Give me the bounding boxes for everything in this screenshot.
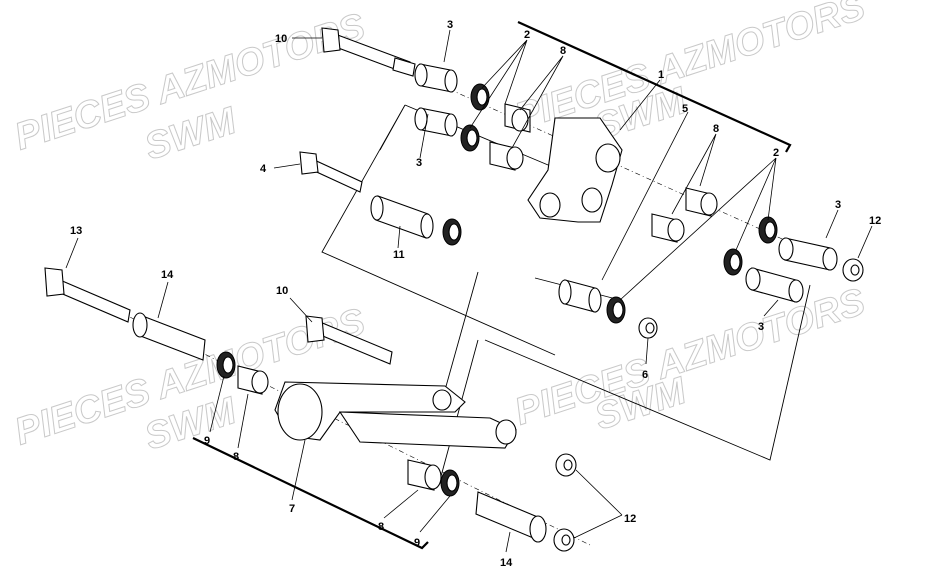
- spacer-14-upper: [132, 312, 206, 361]
- spacer-3-right-top: [778, 237, 838, 271]
- callout-12-right: 12: [869, 215, 881, 227]
- bearing-8-left: [237, 365, 269, 395]
- spacer-3-right-bottom: [745, 267, 804, 303]
- callout-labels: 10 3 2 8 1 5 8 2 3 12 3 4 11 3 6 13 14 1…: [70, 19, 881, 569]
- callout-14-upper: 14: [161, 269, 174, 281]
- callout-8-lower: 8: [378, 521, 384, 533]
- callout-9-left: 9: [204, 435, 210, 447]
- callout-4: 4: [260, 163, 267, 175]
- frame-lower-assembly: [439, 271, 811, 481]
- callout-7: 7: [289, 503, 295, 515]
- nut-6: [638, 317, 658, 339]
- callout-3-mid: 3: [416, 157, 422, 169]
- brace-assembly-1: [517, 20, 792, 153]
- spacer-3-upper-mid: [414, 107, 458, 137]
- callout-8-right: 8: [713, 123, 719, 135]
- callout-10-upper: 10: [275, 33, 287, 45]
- bolt-10-lower: [305, 315, 393, 365]
- bolt-10-upper: [321, 27, 841, 266]
- seal-9-left: [216, 351, 236, 379]
- bearing-8-lower: [407, 459, 442, 491]
- callout-10-lower: 10: [276, 285, 288, 297]
- nut-12-right: [842, 258, 864, 282]
- seal-2-a: [470, 83, 490, 111]
- nut-12-lower-a: [555, 453, 577, 477]
- callout-1: 1: [658, 69, 664, 81]
- seal-2-b: [460, 124, 480, 152]
- frame-upper-assembly: [321, 104, 621, 356]
- bearing-8-d: [651, 213, 685, 243]
- callout-5: 5: [682, 103, 688, 115]
- seal-2-c: [442, 218, 462, 246]
- bearing-8-b: [489, 141, 524, 171]
- spacer-3-upper-top: [414, 63, 458, 93]
- bearing-5: [558, 279, 602, 313]
- bearing-8-c: [685, 187, 718, 217]
- callout-3-top: 3: [447, 19, 453, 31]
- callout-6: 6: [642, 369, 648, 381]
- linkage-1: [527, 117, 623, 223]
- spacer-14-lower: [475, 491, 547, 543]
- bolt-4: [299, 151, 363, 193]
- brace-assembly-7: [192, 437, 429, 550]
- bearing-8-a: [504, 103, 531, 133]
- callout-8-left: 8: [233, 451, 239, 463]
- spacer-11: [370, 195, 434, 239]
- seal-2-f: [606, 296, 626, 324]
- callout-2-top: 2: [524, 29, 530, 41]
- callout-9-lower: 9: [414, 537, 420, 549]
- linkage-7: [274, 381, 517, 449]
- callout-11: 11: [393, 249, 405, 261]
- callout-2-right: 2: [773, 147, 779, 159]
- leader-lines: [65, 29, 873, 553]
- callout-3-right: 3: [835, 199, 841, 211]
- callout-14-lower: 14: [500, 557, 513, 569]
- seal-9-lower: [440, 469, 460, 497]
- seal-2-e: [723, 248, 743, 276]
- callout-12-lower: 12: [624, 513, 636, 525]
- nut-12-lower-b: [553, 528, 575, 552]
- callout-8-top: 8: [560, 45, 566, 57]
- callout-3-bottom: 3: [758, 321, 764, 333]
- seal-2-d: [758, 216, 778, 244]
- callout-13: 13: [70, 225, 82, 237]
